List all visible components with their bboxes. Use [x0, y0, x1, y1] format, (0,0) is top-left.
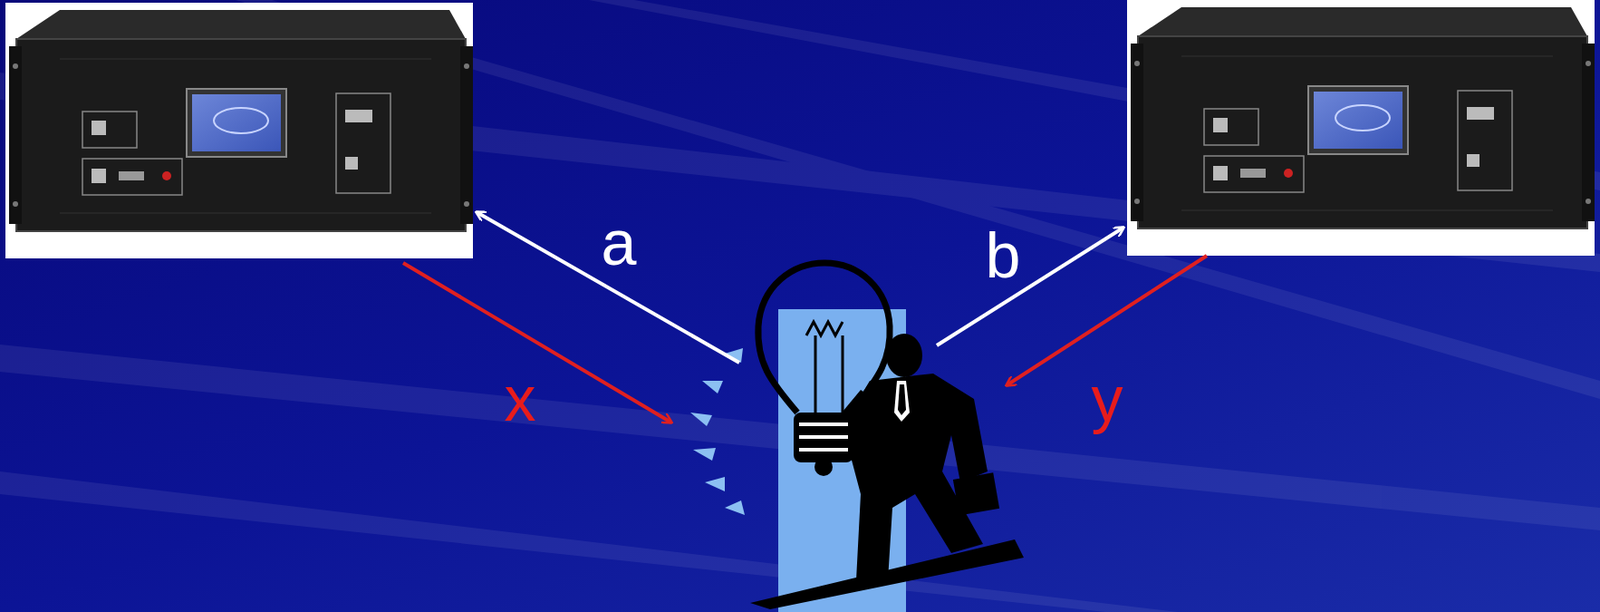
- arrow-label: x: [504, 366, 537, 431]
- arrow-label: y: [1091, 366, 1124, 431]
- arrow-label: a: [601, 211, 637, 275]
- arrow-label: b: [985, 223, 1022, 288]
